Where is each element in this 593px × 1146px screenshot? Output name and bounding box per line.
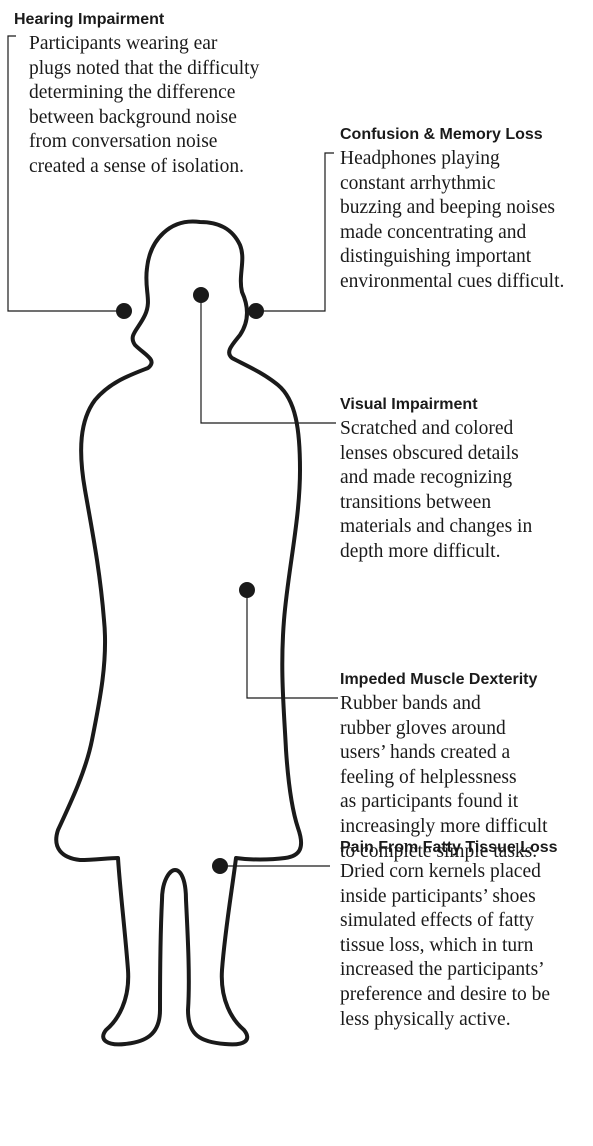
callout-line: plugs noted that the difficulty	[29, 57, 259, 82]
callout-body: Dried corn kernels placed inside partici…	[340, 860, 558, 1032]
callout-hearing: Hearing Impairment Participants wearing …	[14, 8, 259, 180]
callout-body: Participants wearing ear plugs noted tha…	[14, 32, 259, 180]
callout-line: created a sense of isolation.	[29, 155, 259, 180]
callout-line: buzzing and beeping noises	[340, 196, 564, 221]
visual-connector	[201, 295, 336, 423]
callout-line: less physically active.	[340, 1008, 558, 1033]
callout-line: increased the participants’	[340, 958, 558, 983]
visual-dot	[193, 287, 209, 303]
callout-line: lenses obscured details	[340, 442, 532, 467]
callout-line: preference and desire to be	[340, 983, 558, 1008]
callout-pain: Pain From Fatty Tissue Loss Dried corn k…	[340, 836, 558, 1032]
marker-dots	[116, 287, 264, 874]
dexterity-connector	[247, 590, 338, 698]
callout-body: Headphones playing constant arrhythmic b…	[340, 147, 564, 295]
callout-line: from conversation noise	[29, 130, 259, 155]
pain-dot	[212, 858, 228, 874]
callout-line: Scratched and colored	[340, 417, 532, 442]
callout-line: distinguishing important	[340, 245, 564, 270]
callout-line: and made recognizing	[340, 466, 532, 491]
callout-line: as participants found it	[340, 790, 548, 815]
callout-line: Headphones playing	[340, 147, 564, 172]
callout-line: Participants wearing ear	[29, 32, 259, 57]
callout-title: Confusion & Memory Loss	[340, 123, 564, 147]
callout-visual: Visual Impairment Scratched and colored …	[340, 393, 532, 565]
callout-line: users’ hands created a	[340, 741, 548, 766]
callout-title: Hearing Impairment	[14, 8, 259, 32]
callout-dexterity: Impeded Muscle Dexterity Rubber bands an…	[340, 668, 548, 864]
callout-line: between background noise	[29, 106, 259, 131]
callout-confusion: Confusion & Memory Loss Headphones playi…	[340, 123, 564, 295]
callout-body: Scratched and colored lenses obscured de…	[340, 417, 532, 565]
confusion-dot	[248, 303, 264, 319]
callout-line: depth more difficult.	[340, 540, 532, 565]
callout-line: made concentrating and	[340, 221, 564, 246]
confusion-connector	[256, 153, 334, 311]
callout-line: constant arrhythmic	[340, 172, 564, 197]
callout-title: Pain From Fatty Tissue Loss	[340, 836, 558, 860]
dexterity-dot	[239, 582, 255, 598]
callout-line: simulated effects of fatty	[340, 909, 558, 934]
callout-line: tissue loss, which in turn	[340, 934, 558, 959]
callout-line: transitions between	[340, 491, 532, 516]
callout-line: feeling of helplessness	[340, 766, 548, 791]
callout-line: inside participants’ shoes	[340, 885, 558, 910]
callout-line: Rubber bands and	[340, 692, 548, 717]
hearing-dot	[116, 303, 132, 319]
callout-line: determining the difference	[29, 81, 259, 106]
callout-title: Impeded Muscle Dexterity	[340, 668, 548, 692]
callout-line: rubber gloves around	[340, 717, 548, 742]
callout-line: environmental cues difficult.	[340, 270, 564, 295]
callout-line: Dried corn kernels placed	[340, 860, 558, 885]
callout-line: materials and changes in	[340, 515, 532, 540]
body-silhouette	[56, 222, 301, 1045]
callout-title: Visual Impairment	[340, 393, 532, 417]
